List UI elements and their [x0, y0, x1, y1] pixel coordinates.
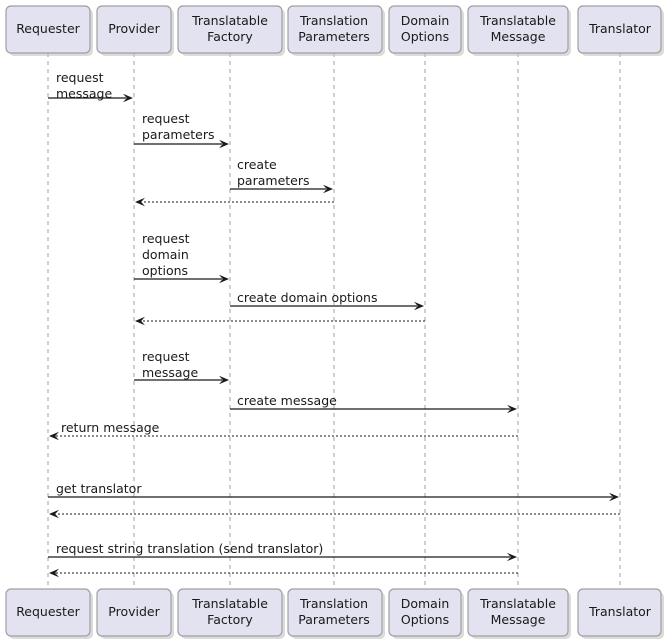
message-label-m3: create: [237, 157, 277, 172]
messages-layer: requestmessagerequestparameterscreatepar…: [48, 70, 620, 578]
message-m7: [135, 316, 425, 326]
participant-box[interactable]: [577, 5, 662, 54]
participant-box[interactable]: [467, 588, 569, 637]
message-label-m1: request: [56, 70, 104, 85]
participant-box[interactable]: [467, 5, 569, 54]
message-arrowhead: [135, 197, 145, 207]
message-m10: return message: [49, 420, 518, 441]
participant-box[interactable]: [577, 588, 662, 637]
participant-label-translator: Translator: [588, 21, 652, 36]
participant-box[interactable]: [5, 5, 91, 54]
participant-label-provider: Provider: [108, 21, 160, 36]
message-m9: create message: [230, 393, 517, 414]
message-m11: get translator: [48, 481, 619, 502]
participant-label-message: Message: [491, 612, 546, 627]
participant-label-message: Translatable: [479, 13, 556, 28]
participant-label-provider: Provider: [108, 604, 160, 619]
participant-label-parameters: Parameters: [298, 29, 370, 44]
participant-requester-bottom[interactable]: Requester: [5, 588, 93, 639]
message-m13: request string translation (send transla…: [48, 541, 517, 562]
message-arrowhead: [414, 301, 424, 311]
participant-translator-bottom[interactable]: Translator: [577, 588, 664, 639]
participant-label-options: Domain: [401, 596, 450, 611]
participant-label-translator: Translator: [588, 604, 652, 619]
participant-label-factory: Translatable: [191, 596, 268, 611]
message-label-m3: parameters: [237, 173, 310, 188]
participant-translator-top[interactable]: Translator: [577, 5, 664, 56]
message-arrowhead: [49, 568, 59, 578]
lifelines-layer: [47, 53, 621, 589]
message-label-m13: request string translation (send transla…: [56, 541, 323, 556]
participant-box[interactable]: [287, 5, 383, 54]
message-m14: [49, 568, 518, 578]
participant-provider-bottom[interactable]: Provider: [96, 588, 174, 639]
participant-label-options: Domain: [401, 13, 450, 28]
message-arrowhead: [219, 274, 229, 284]
message-label-m6: create domain options: [237, 290, 377, 305]
message-label-m5: domain: [142, 247, 189, 262]
message-arrowhead: [609, 492, 619, 502]
participant-box[interactable]: [177, 5, 283, 54]
message-label-m5: options: [142, 263, 188, 278]
participant-label-parameters: Translation: [299, 596, 368, 611]
message-arrowhead: [219, 375, 229, 385]
message-arrowhead: [49, 509, 59, 519]
message-arrowhead: [507, 552, 517, 562]
participant-label-factory: Factory: [207, 612, 253, 627]
participant-label-options: Options: [401, 612, 449, 627]
message-m12: [49, 509, 620, 519]
participant-box[interactable]: [287, 588, 383, 637]
message-label-m2: parameters: [142, 127, 215, 142]
message-arrowhead: [507, 404, 517, 414]
message-arrowhead: [135, 316, 145, 326]
participant-label-message: Translatable: [479, 596, 556, 611]
participant-box[interactable]: [388, 5, 462, 54]
participant-box[interactable]: [96, 588, 172, 637]
message-label-m11: get translator: [56, 481, 142, 496]
participant-box[interactable]: [5, 588, 91, 637]
participant-box[interactable]: [96, 5, 172, 54]
message-label-m8: message: [142, 365, 198, 380]
message-m4: [135, 197, 334, 207]
participant-box[interactable]: [388, 588, 462, 637]
participant-label-factory: Factory: [207, 29, 253, 44]
message-label-m9: create message: [237, 393, 337, 408]
message-arrowhead: [123, 93, 133, 103]
participant-label-requester: Requester: [16, 604, 80, 619]
participant-label-requester: Requester: [16, 21, 80, 36]
participant-label-options: Options: [401, 29, 449, 44]
message-label-m8: request: [142, 349, 190, 364]
message-m6: create domain options: [230, 290, 424, 311]
message-label-m5: request: [142, 231, 190, 246]
participant-requester-top[interactable]: Requester: [5, 5, 93, 56]
message-label-m10: return message: [61, 420, 160, 435]
participant-box[interactable]: [177, 588, 283, 637]
participant-provider-top[interactable]: Provider: [96, 5, 174, 56]
participant-label-parameters: Parameters: [298, 612, 370, 627]
message-arrowhead: [323, 184, 333, 194]
message-label-m1: message: [56, 86, 112, 101]
message-arrowhead: [49, 431, 59, 441]
participant-label-factory: Translatable: [191, 13, 268, 28]
participant-label-parameters: Translation: [299, 13, 368, 28]
participant-label-message: Message: [491, 29, 546, 44]
message-arrowhead: [219, 139, 229, 149]
message-label-m2: request: [142, 111, 190, 126]
